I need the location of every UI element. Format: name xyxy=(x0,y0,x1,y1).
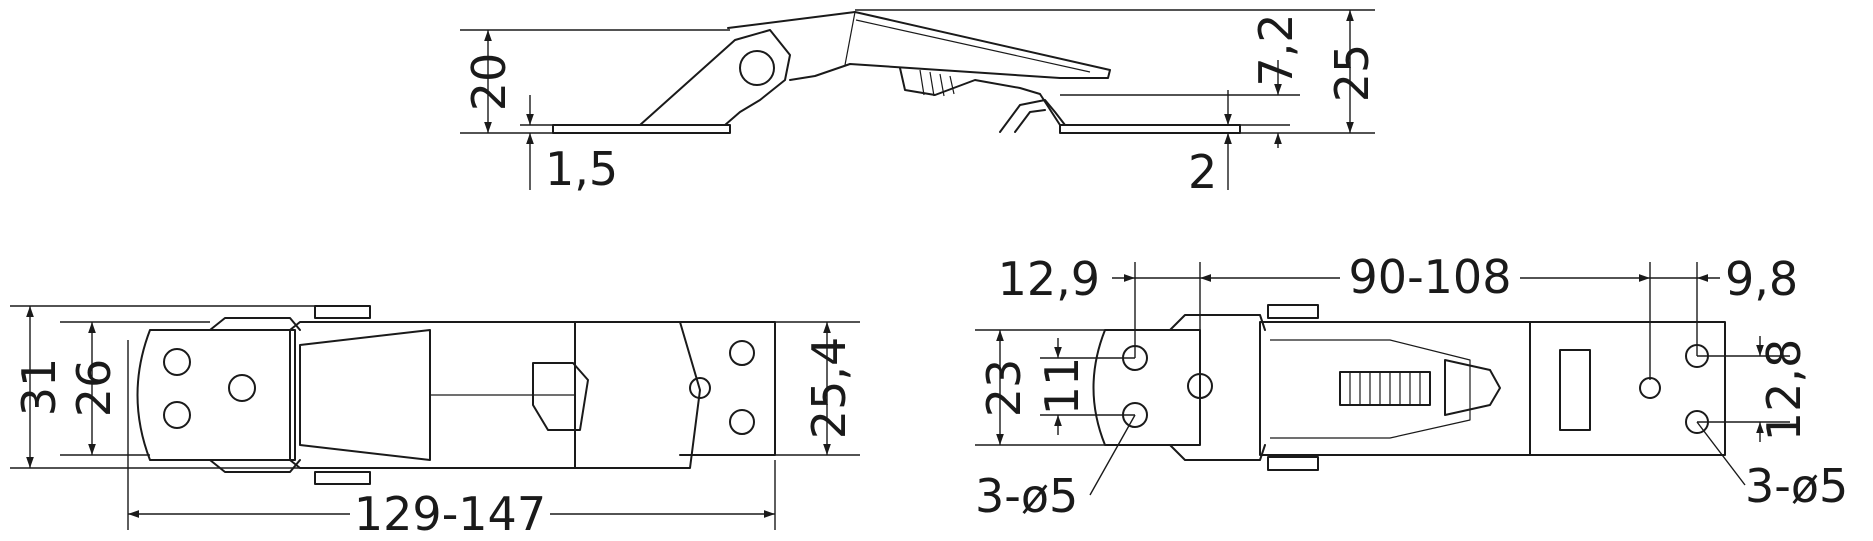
top-hole-1 xyxy=(163,348,191,376)
top-rivet xyxy=(689,377,711,399)
side-dim-1-5: 1,5 xyxy=(545,142,618,196)
bottom-dim-9-8: 9,8 xyxy=(1725,252,1798,306)
bottom-dim-23: 23 xyxy=(977,359,1031,418)
side-left-base-plate xyxy=(552,124,731,134)
side-pivot-hole xyxy=(739,50,775,86)
side-dim-25: 25 xyxy=(1325,44,1379,103)
side-lever-inner xyxy=(844,11,1091,73)
side-hinge-bracket xyxy=(639,29,791,126)
bottom-dim-90-108: 90-108 xyxy=(1349,250,1512,304)
top-base-plate xyxy=(136,329,296,461)
bottom-body-frame xyxy=(1259,321,1531,456)
side-hook xyxy=(999,99,1066,133)
top-strike-plate xyxy=(679,321,776,456)
bottom-spring xyxy=(1339,371,1431,406)
bottom-dim-11: 11 xyxy=(1035,357,1089,416)
bottom-callout-left-holes: 3-ø5 xyxy=(975,469,1078,523)
bottom-dim-12-8: 12,8 xyxy=(1757,339,1811,441)
top-hole-2 xyxy=(163,401,191,429)
side-right-base-plate xyxy=(1059,124,1241,134)
side-lever xyxy=(727,11,1111,81)
top-dim-31: 31 xyxy=(12,358,66,417)
bottom-strike-plate xyxy=(1529,321,1726,456)
side-view: 20 1,5 2 7,2 25 xyxy=(460,9,1379,199)
bottom-hinge-lugs xyxy=(1169,314,1266,461)
bottom-base-plate xyxy=(1092,329,1201,446)
top-strike-hole-2 xyxy=(729,409,755,435)
bottom-catch-link xyxy=(1444,359,1501,416)
top-catch-frame xyxy=(574,321,701,469)
side-dim-20: 20 xyxy=(462,53,516,112)
bottom-callout-right-holes: 3-ø5 xyxy=(1745,459,1848,513)
side-spring-mechanism xyxy=(899,67,1061,126)
bottom-rivet xyxy=(1639,377,1661,399)
top-view: 31 26 25,4 129-147 xyxy=(10,305,860,541)
top-dim-129-147: 129-147 xyxy=(354,487,546,541)
side-dim-7-2: 7,2 xyxy=(1249,13,1303,86)
bottom-dim-12-9: 12,9 xyxy=(998,252,1100,306)
top-dim-26: 26 xyxy=(67,359,121,418)
top-strike-hole-1 xyxy=(729,340,755,366)
side-spring-coils xyxy=(919,69,955,97)
top-dim-25-4: 25,4 xyxy=(802,337,856,439)
top-hole-3 xyxy=(228,374,256,402)
top-hinge-lugs xyxy=(209,317,301,473)
side-dim-2: 2 xyxy=(1188,145,1217,199)
bottom-view: 12,9 90-108 9,8 23 11 12,8 3-ø5 3-ø5 xyxy=(975,250,1848,523)
